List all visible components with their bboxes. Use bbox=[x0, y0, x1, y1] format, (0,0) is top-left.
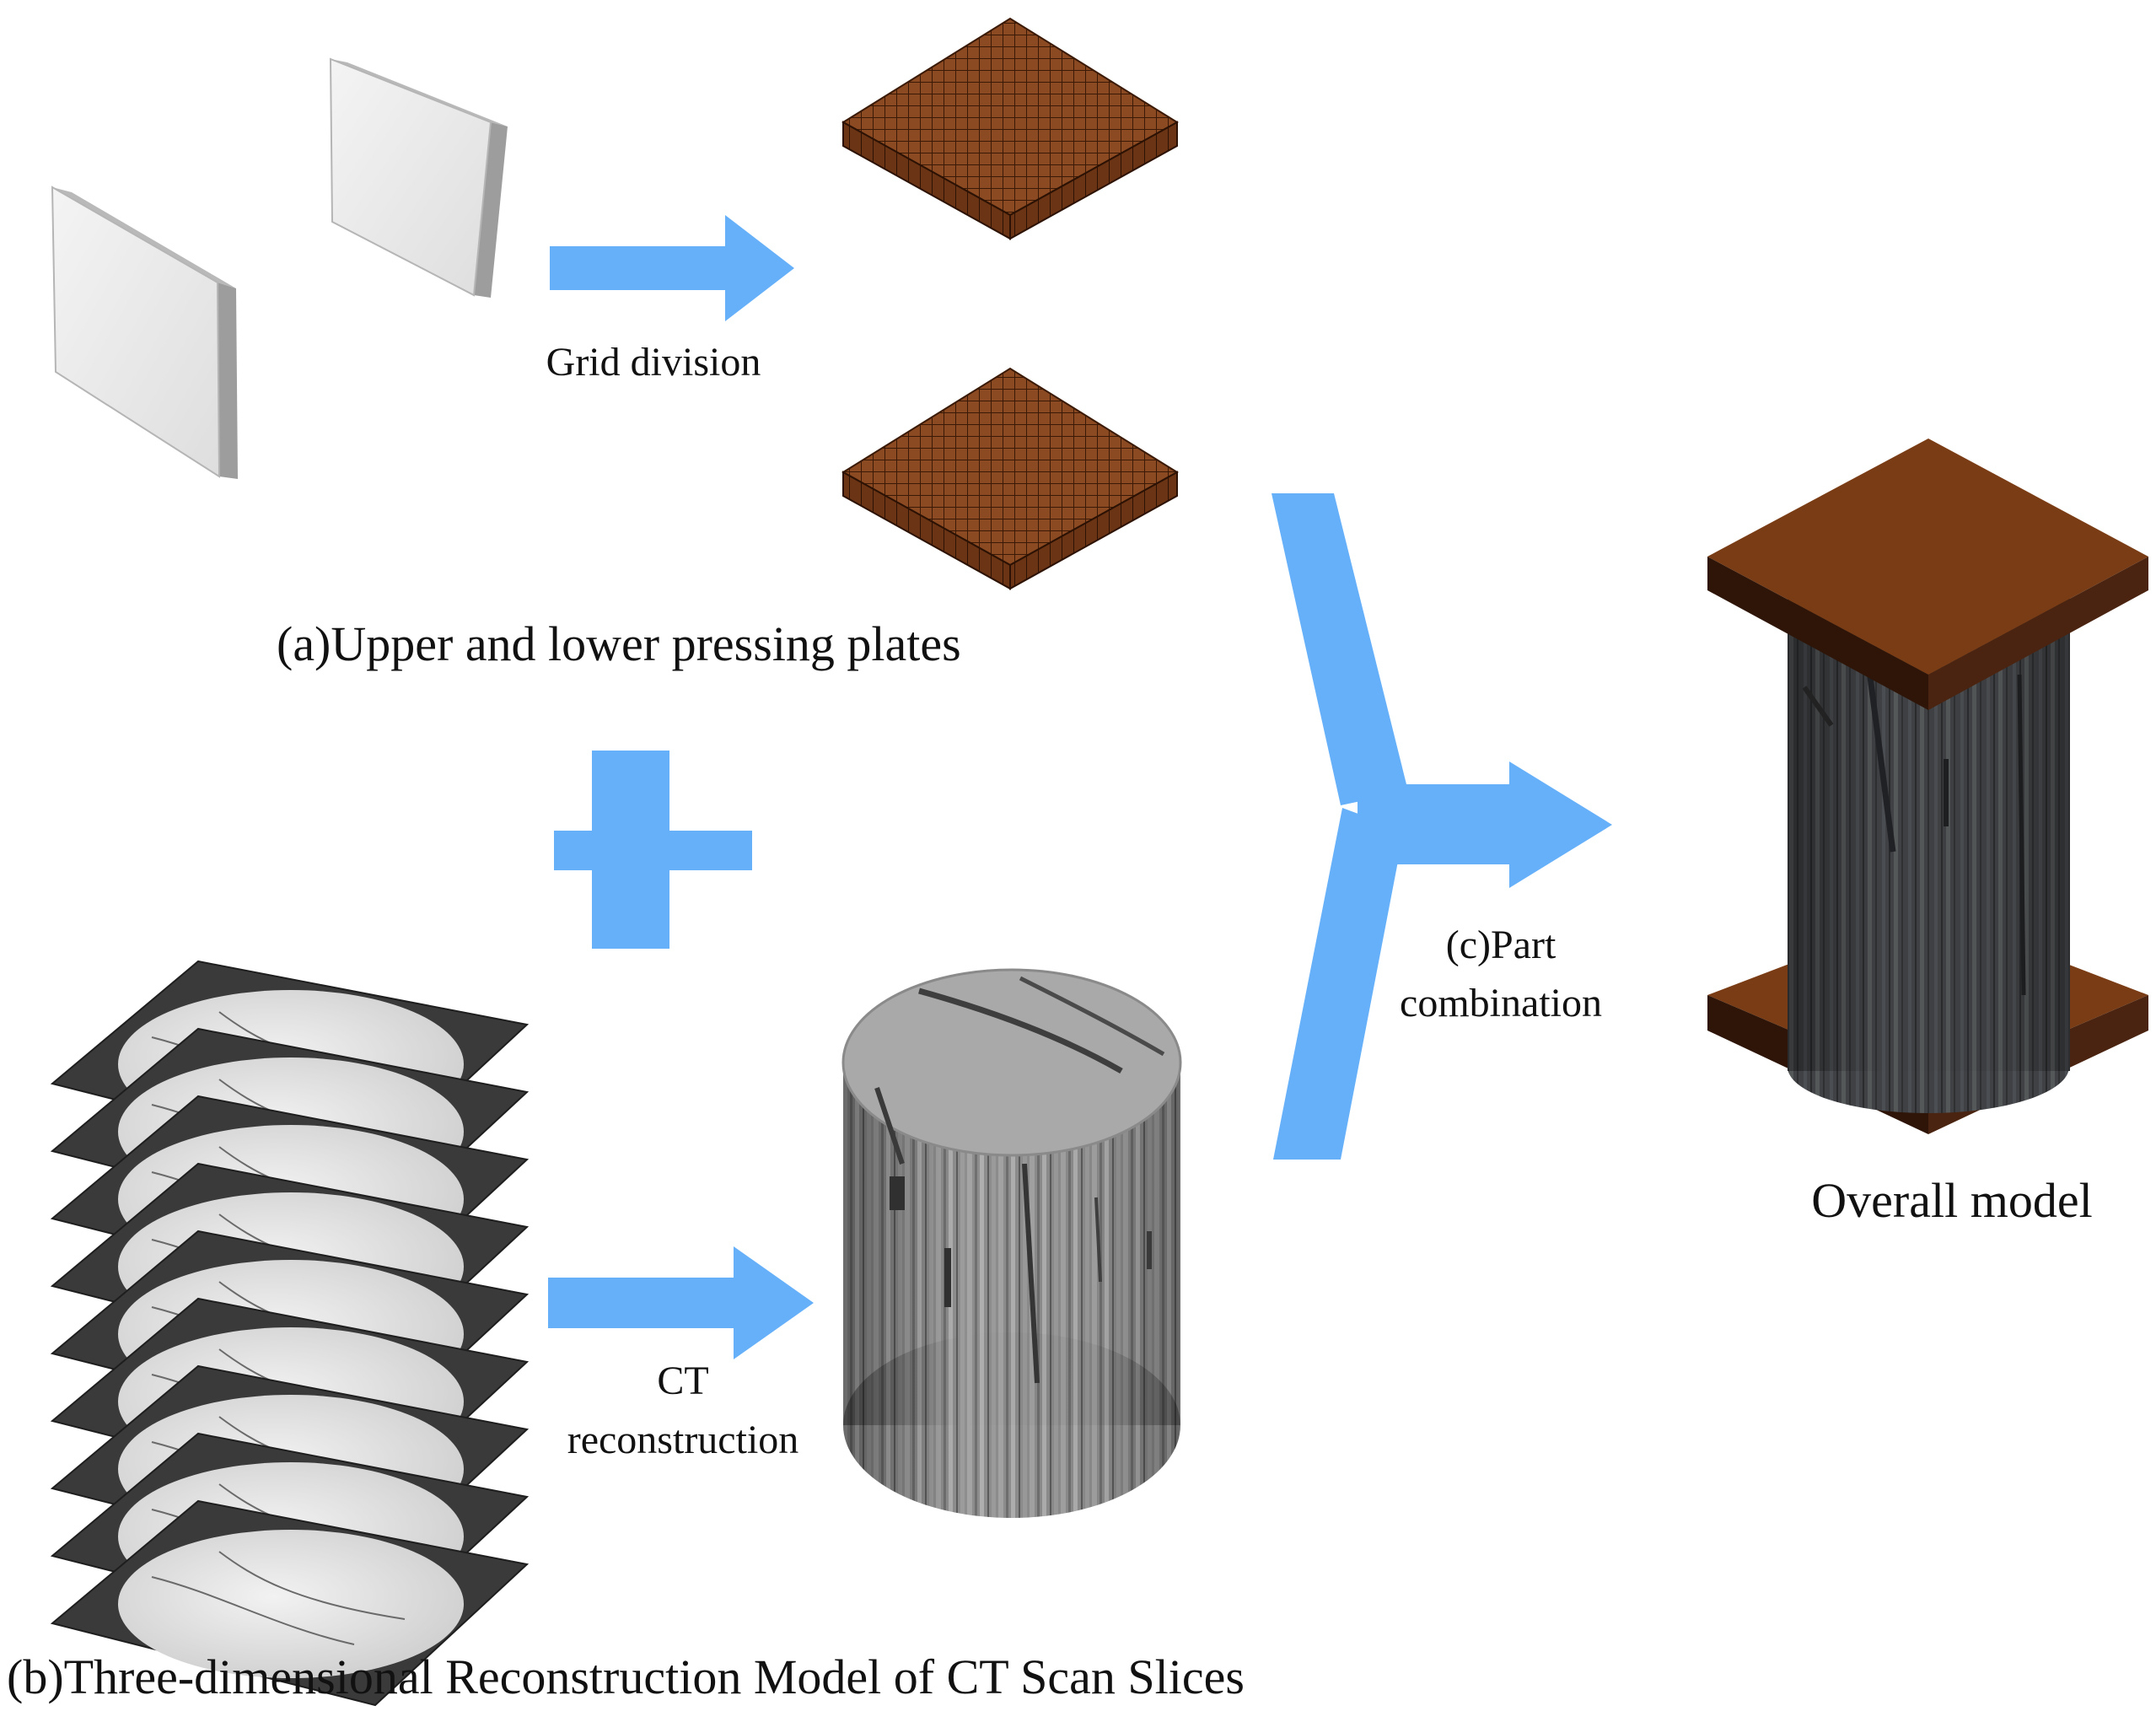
ct-caption: (b)Three-dimensional Reconstruction Mode… bbox=[7, 1649, 1245, 1704]
ct-reconstruction-arrow bbox=[548, 1246, 814, 1359]
plus-icon bbox=[554, 751, 752, 949]
overall-model bbox=[1707, 439, 2148, 1134]
plain-plate-right bbox=[329, 57, 508, 298]
ct-reconstruction-label-line2: reconstruction bbox=[567, 1418, 799, 1462]
ct-slice bbox=[50, 1499, 530, 1707]
meshed-plate-upper bbox=[841, 17, 1179, 240]
ct-slice-stack bbox=[50, 960, 530, 1707]
part-combination-label-line1: (c)Part bbox=[1445, 923, 1557, 967]
grid-division-arrow bbox=[550, 215, 794, 321]
meshed-plate-lower bbox=[841, 367, 1179, 590]
ct-cylinder-model bbox=[841, 968, 1182, 1518]
grid-division-label: Grid division bbox=[546, 340, 761, 385]
overall-model-label: Overall model bbox=[1811, 1173, 2093, 1228]
plates-caption: (a)Upper and lower pressing plates bbox=[277, 616, 961, 671]
part-combination-label-line2: combination bbox=[1400, 981, 1602, 1025]
part-combination-arrow bbox=[1272, 493, 1612, 1160]
plain-plate-left bbox=[51, 186, 238, 479]
ct-reconstruction-label-line1: CT bbox=[657, 1359, 709, 1403]
